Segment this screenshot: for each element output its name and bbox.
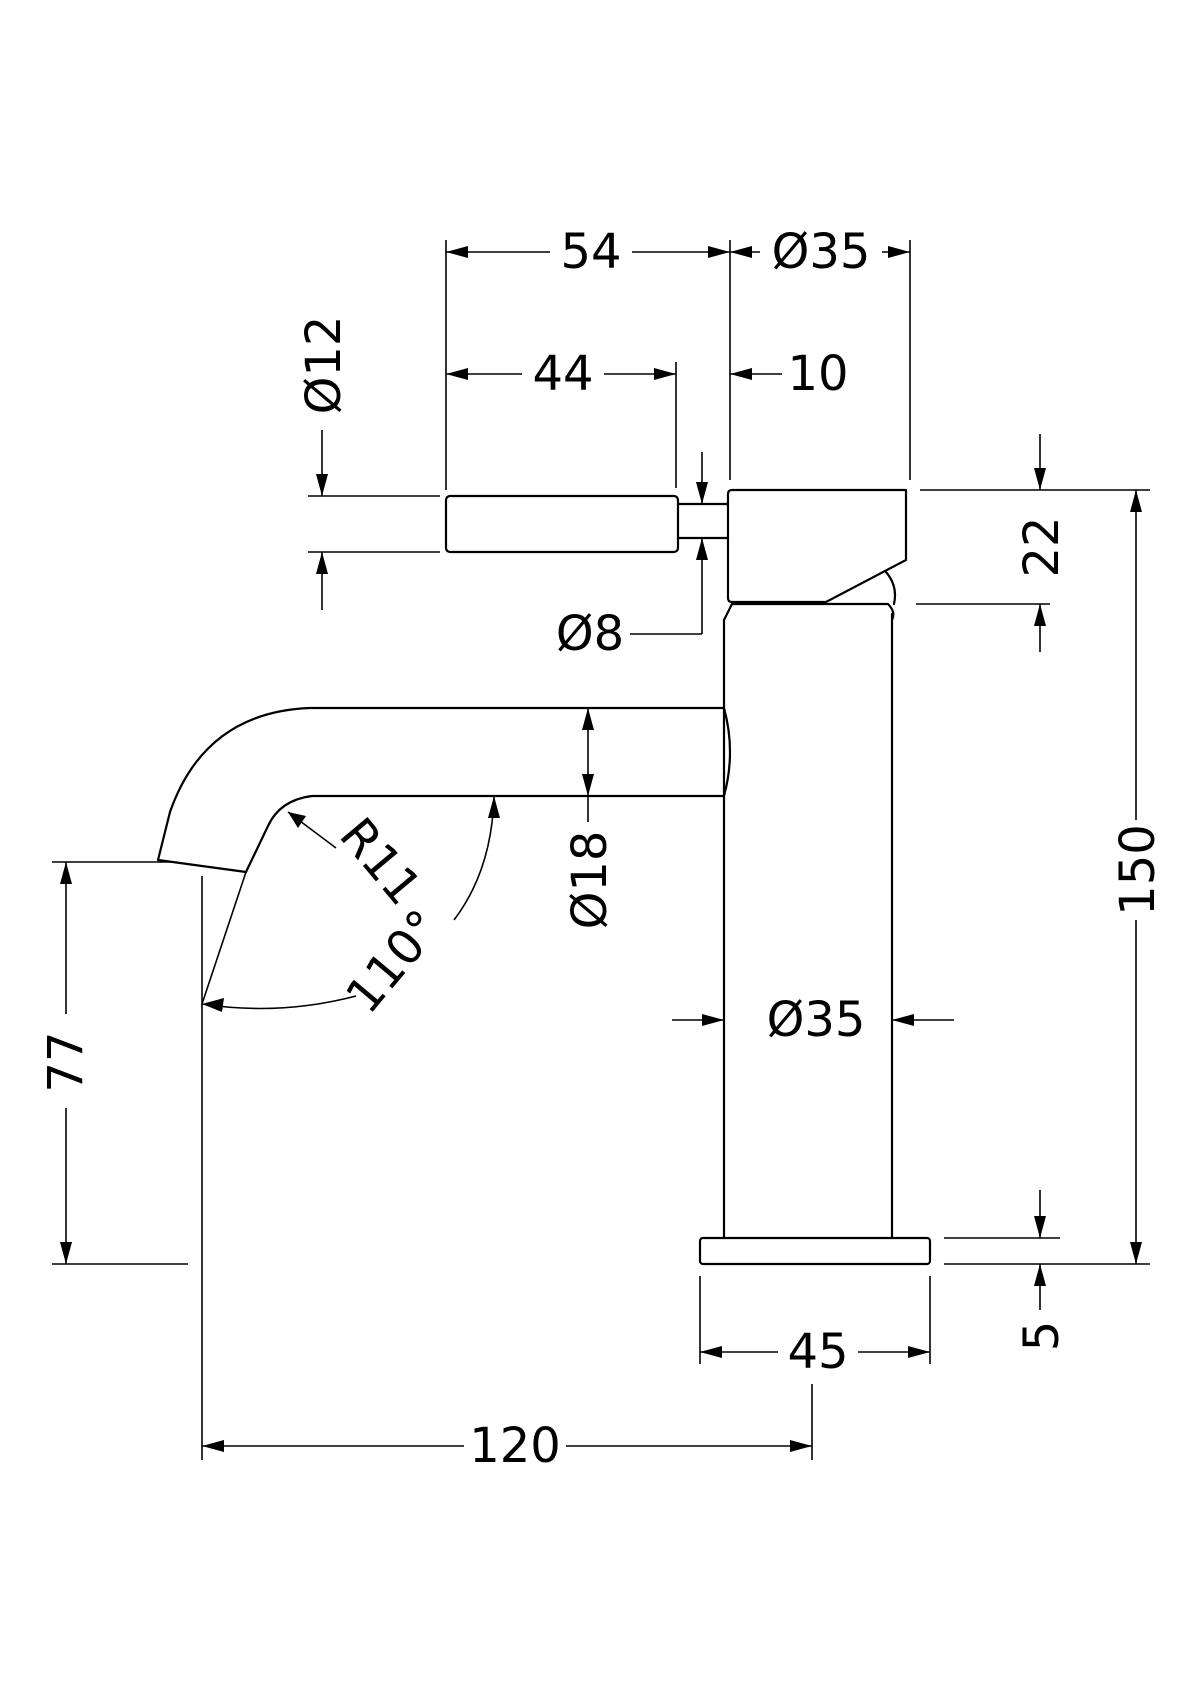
arrow (316, 474, 328, 496)
label-total-height: 150 (1110, 824, 1166, 916)
arrow (1034, 1264, 1046, 1286)
arrow (892, 1014, 914, 1026)
arrow (202, 1440, 224, 1452)
label-top-diameter: Ø35 (772, 224, 871, 280)
label-spout-angle: 110° (335, 899, 452, 1024)
dim-110-arc-b (453, 795, 495, 921)
spout-outer (168, 706, 726, 814)
arrow (730, 246, 752, 258)
collar (722, 602, 895, 622)
arrow (582, 708, 594, 730)
arrow (696, 538, 708, 560)
tap-outline (156, 488, 932, 1266)
label-top-width: 54 (560, 224, 621, 280)
arrow (60, 862, 72, 884)
arrow (202, 998, 224, 1012)
spout-inner (266, 794, 726, 828)
label-stem-diameter: Ø8 (556, 606, 624, 662)
label-spout-height: 77 (38, 1031, 94, 1092)
handle-lever (444, 494, 680, 554)
base-plate (698, 1236, 932, 1266)
label-base-thickness: 5 (1014, 1321, 1070, 1352)
arrow (488, 796, 500, 818)
arrow (582, 774, 594, 796)
arrow (446, 368, 468, 380)
label-spout-diameter: Ø18 (562, 831, 618, 930)
arrow (1034, 468, 1046, 490)
label-handle-gap: 10 (787, 346, 848, 402)
cap-collar-curve (884, 570, 897, 606)
arrow (288, 812, 306, 828)
arrow (654, 368, 676, 380)
spout-tip-line (201, 871, 247, 1005)
arrow (1034, 1216, 1046, 1238)
label-reach: 120 (469, 1418, 561, 1474)
arrowheads (60, 246, 1142, 1452)
label-base-width: 45 (787, 1324, 848, 1380)
arrow (708, 246, 730, 258)
label-handle-length: 44 (532, 346, 593, 402)
arrow (60, 1242, 72, 1264)
arrow (1130, 1242, 1142, 1264)
spout-join (722, 706, 732, 798)
arrow (702, 1014, 724, 1026)
cap-body (726, 488, 908, 604)
arrow (696, 482, 708, 504)
dim-110-arc-a (201, 995, 357, 1010)
label-bend-radius: R11 (328, 808, 432, 916)
dimension-labels: 54 Ø35 44 10 Ø12 Ø8 22 150 Ø18 R11 110° … (38, 224, 1166, 1474)
spout-mouth (156, 810, 270, 874)
arrow (446, 246, 468, 258)
arrow (700, 1346, 722, 1358)
arrow (908, 1346, 930, 1358)
arrow (730, 368, 752, 380)
label-handle-diameter: Ø12 (296, 316, 352, 415)
arrow (1034, 604, 1046, 626)
arrow (888, 246, 910, 258)
arrow (790, 1440, 812, 1452)
arrow (1130, 490, 1142, 512)
arrow (316, 552, 328, 574)
label-body-diameter: Ø35 (767, 992, 866, 1048)
label-cap-height: 22 (1014, 516, 1070, 577)
